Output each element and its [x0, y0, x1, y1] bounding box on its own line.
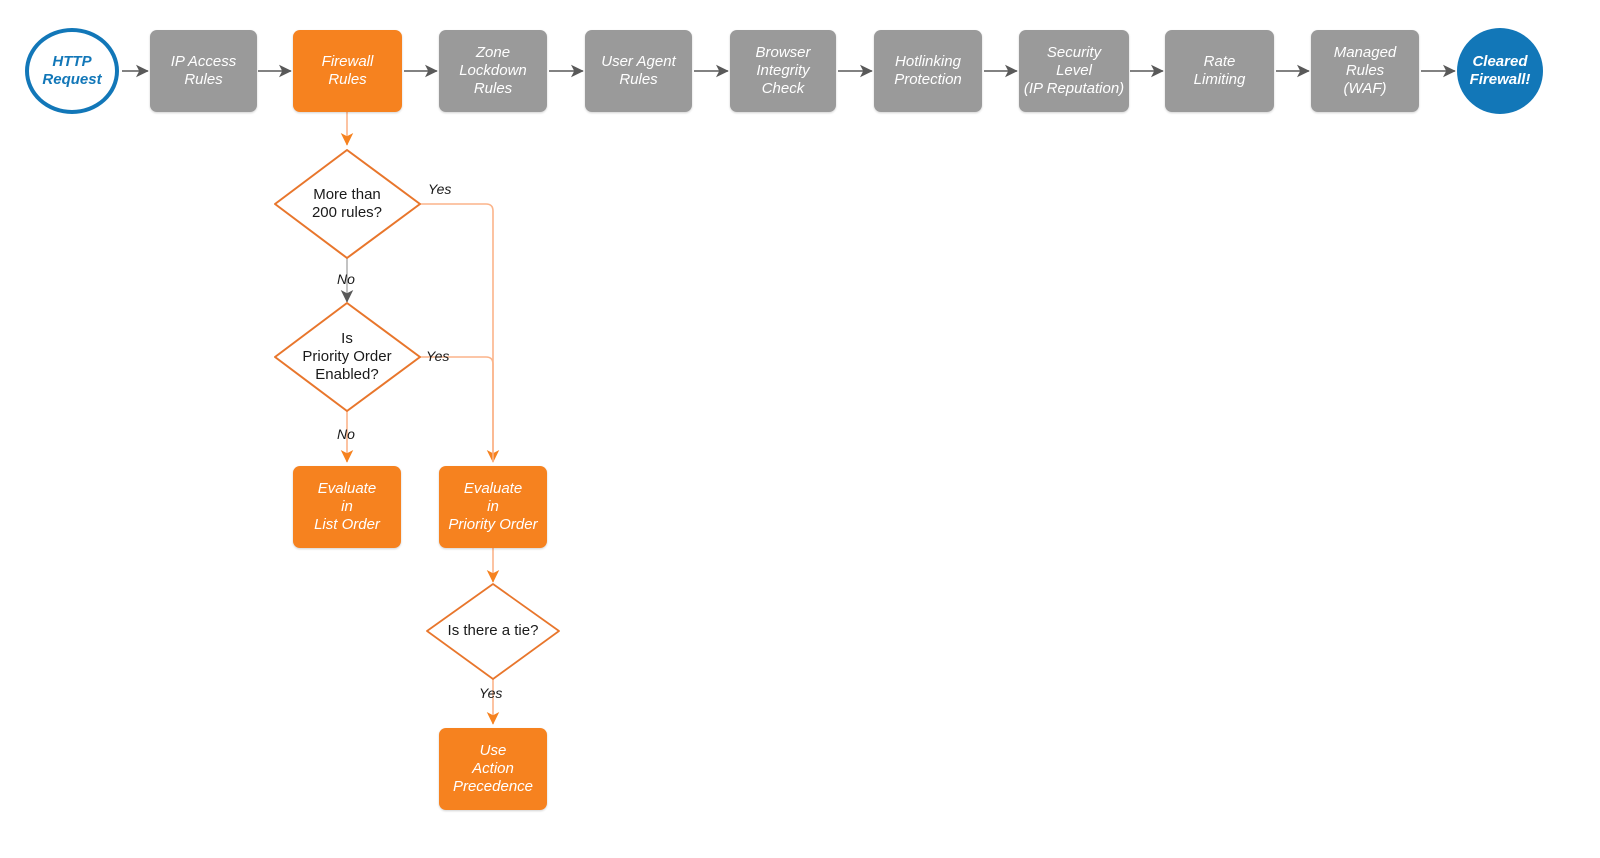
node-user-agent-rules[interactable]: User Agent Rules [585, 30, 692, 112]
edge-label-no-more-than-200: No [337, 271, 355, 287]
node-label: Hotlinking Protection [894, 53, 962, 88]
node-label: Zone Lockdown Rules [459, 44, 527, 97]
decision-text: Is Priority Order Enabled? [302, 330, 392, 383]
edge-label-yes-is-there-a-tie: Yes [479, 685, 503, 701]
node-label: Security Level (IP Reputation) [1023, 44, 1125, 97]
decision-shape-is-there-a-tie [426, 583, 560, 680]
arrow-decision1-yes-to-priority [418, 203, 500, 463]
node-evaluate-list-order[interactable]: Evaluate in List Order [293, 466, 401, 548]
node-label: Cleared Firewall! [1469, 53, 1531, 88]
node-label: Rate Limiting [1193, 53, 1246, 88]
node-label: Firewall Rules [321, 53, 374, 88]
node-security-level[interactable]: Security Level (IP Reputation) [1019, 30, 1129, 112]
node-label: Browser Integrity Check [755, 44, 811, 97]
decision-text: Is there a tie? [447, 622, 539, 639]
node-http-request[interactable]: HTTP Request [25, 28, 119, 114]
node-use-action-precedence[interactable]: Use Action Precedence [439, 728, 547, 810]
node-label: Evaluate in List Order [314, 480, 380, 533]
decision-shape-more-than-200-rules [274, 149, 421, 259]
node-label: User Agent Rules [601, 53, 676, 88]
node-label: IP Access Rules [170, 53, 237, 88]
node-hotlinking-protection[interactable]: Hotlinking Protection [874, 30, 982, 112]
node-cleared-firewall[interactable]: Cleared Firewall! [1457, 28, 1543, 114]
decision-text: More than 200 rules? [311, 186, 383, 221]
arrow-decision2-yes-to-priority [418, 356, 494, 462]
edge-label-yes-priority-order: Yes [426, 348, 450, 364]
decision-label-is-there-a-tie[interactable]: Is there a tie? [420, 618, 566, 644]
decision-label-priority-order-enabled[interactable]: Is Priority Order Enabled? [272, 322, 422, 392]
node-evaluate-priority-order[interactable]: Evaluate in Priority Order [439, 466, 547, 548]
node-firewall-rules[interactable]: Firewall Rules [293, 30, 402, 112]
node-label: Use Action Precedence [452, 742, 534, 795]
node-rate-limiting[interactable]: Rate Limiting [1165, 30, 1274, 112]
node-managed-rules-waf[interactable]: Managed Rules (WAF) [1311, 30, 1419, 112]
node-label: Managed Rules (WAF) [1333, 44, 1397, 97]
node-label: HTTP Request [42, 53, 102, 88]
decision-label-more-than-200-rules[interactable]: More than 200 rules? [277, 176, 417, 232]
node-zone-lockdown-rules[interactable]: Zone Lockdown Rules [439, 30, 547, 112]
decision-shape-priority-order-enabled [274, 302, 421, 412]
node-label: Evaluate in Priority Order [448, 480, 538, 533]
edge-label-yes-more-than-200: Yes [428, 181, 452, 197]
node-browser-integrity-check[interactable]: Browser Integrity Check [730, 30, 836, 112]
edge-label-no-priority-order: No [337, 426, 355, 442]
node-ip-access-rules[interactable]: IP Access Rules [150, 30, 257, 112]
